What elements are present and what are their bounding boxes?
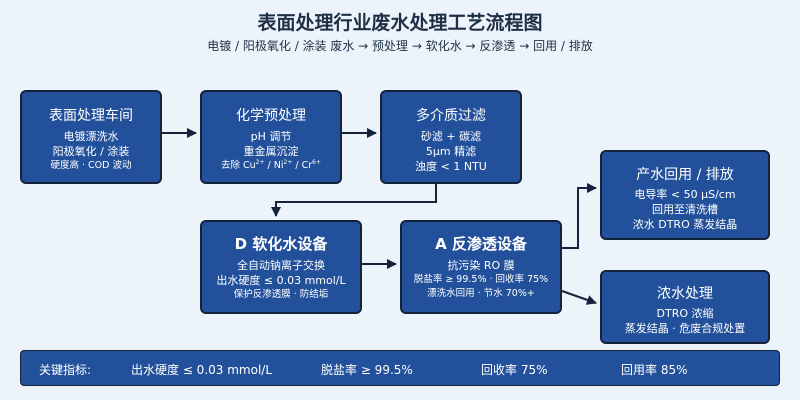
metric-recovery-rate: 回收率 75% [481, 363, 548, 377]
reuse-discharge-line-3: 浓水 DTRO 蒸发结晶 [632, 218, 738, 231]
reverse-osmosis-line-2: 脱盐率 ≥ 99.5% · 回收率 75% [413, 274, 549, 285]
chemical-pretreatment-line-1: pH 调节 [250, 130, 292, 143]
reverse-osmosis-box: A 反渗透设备 抗污染 RO 膜 脱盐率 ≥ 99.5% · 回收率 75% 漂… [400, 220, 562, 314]
chemical-pretreatment-box: 化学预处理 pH 调节 重金属沉淀 去除 Cu2+ / Ni2+ / Cr6+ [200, 90, 342, 184]
concentrate-treatment-line-2: 蒸发结晶 · 危废合规处置 [624, 322, 746, 335]
key-metrics-label: 关键指标: [39, 363, 92, 377]
multimedia-filter-box: 多介质过滤 砂滤 + 碳滤 5μm 精滤 浊度 < 1 NTU [380, 90, 522, 184]
softener-box: D 软化水设备 全自动钠离子交换 出水硬度 ≤ 0.03 mmol/L 保护反渗… [200, 220, 362, 314]
multimedia-filter-line-2: 5μm 精滤 [425, 145, 477, 158]
softener-line-1: 全自动钠离子交换 [237, 259, 325, 272]
reverse-osmosis-title: A 反渗透设备 [435, 235, 527, 253]
diagram-subtitle: 电镀 / 阳极氧化 / 涂装 废水 → 预处理 → 软化水 → 反渗透 → 回用… [207, 39, 593, 53]
multimedia-filter-title: 多介质过滤 [416, 108, 486, 124]
chemical-pretreatment-line-2: 重金属沉淀 [243, 145, 299, 158]
concentrate-treatment-line-1: DTRO 浓缩 [656, 307, 714, 320]
concentrate-treatment-title: 浓水处理 [657, 286, 713, 302]
reverse-osmosis-line-3: 漂洗水回用 · 节水 70%+ [427, 288, 535, 299]
metric-reuse-rate: 回用率 85% [621, 363, 688, 377]
concentrate-treatment-box: 浓水处理 DTRO 浓缩 蒸发结晶 · 危废合规处置 [600, 270, 770, 344]
softener-line-2: 出水硬度 ≤ 0.03 mmol/L [216, 274, 346, 287]
surface-workshop-box: 表面处理车间 电镀漂洗水 阳极氧化 / 涂装 硬度高 · COD 波动 [20, 90, 162, 184]
key-metrics-bar: 关键指标: 出水硬度 ≤ 0.03 mmol/L 脱盐率 ≥ 99.5% 回收率… [20, 350, 780, 386]
metric-desalination-rate: 脱盐率 ≥ 99.5% [321, 363, 413, 377]
reuse-discharge-box: 产水回用 / 排放 电导率 < 50 μS/cm 回用至清洗槽 浓水 DTRO … [600, 150, 770, 240]
multimedia-filter-line-1: 砂滤 + 碳滤 [420, 130, 482, 143]
arrow-ro-to-reuse [562, 183, 597, 249]
softener-line-3: 保护反渗透膜 · 防结垢 [233, 289, 329, 300]
chemical-pretreatment-title: 化学预处理 [236, 108, 306, 124]
surface-workshop-line-3: 硬度高 · COD 波动 [50, 160, 132, 171]
softener-title: D 软化水设备 [234, 235, 328, 253]
reuse-discharge-title: 产水回用 / 排放 [636, 167, 734, 183]
metal-removal-line: 去除 Cu2+ / Ni2+ / Cr6+ [220, 159, 322, 171]
metric-hardness: 出水硬度 ≤ 0.03 mmol/L [131, 363, 273, 377]
reverse-osmosis-line-1: 抗污染 RO 膜 [447, 259, 515, 272]
arrow-ro-to-concentrate [561, 290, 597, 305]
reuse-discharge-line-1: 电导率 < 50 μS/cm [634, 188, 736, 201]
arrow-filter-to-softener [271, 183, 437, 217]
multimedia-filter-line-3: 浊度 < 1 NTU [415, 160, 487, 173]
surface-workshop-line-1: 电镀漂洗水 [63, 130, 119, 143]
surface-workshop-title: 表面处理车间 [49, 108, 133, 124]
surface-workshop-line-2: 阳极氧化 / 涂装 [52, 145, 130, 158]
reuse-discharge-line-2: 回用至清洗槽 [652, 203, 718, 216]
diagram-title: 表面处理行业废水处理工艺流程图 [257, 12, 543, 34]
